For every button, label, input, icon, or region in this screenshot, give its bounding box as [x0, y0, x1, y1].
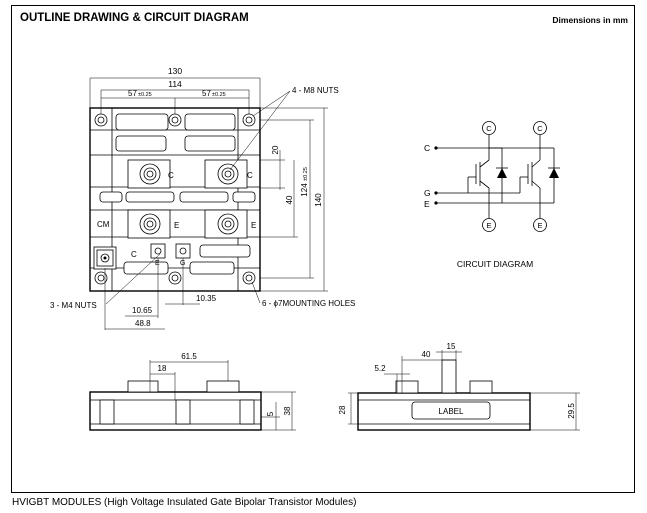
dim-side-40: 40 — [422, 350, 431, 359]
main-terminal-e-right — [204, 209, 248, 239]
upper-left-cover — [115, 113, 169, 131]
pin-e-label: E — [424, 199, 430, 209]
callout-main-nuts: 4 - M8 NUTS — [292, 86, 339, 95]
node-e-1 — [482, 218, 496, 232]
circuit-diagram — [434, 121, 560, 232]
dim-front-offset: 18 — [158, 364, 167, 373]
main-terminal-e-left — [127, 209, 171, 239]
mounting-hole — [94, 113, 256, 285]
node-e-1-label: E — [486, 221, 491, 230]
igbt-2 — [520, 147, 560, 204]
pin-g-label: G — [424, 188, 431, 198]
front-view — [89, 360, 296, 431]
label-c-upper: C — [168, 171, 174, 180]
dim-terminal-height: 20 — [271, 145, 280, 154]
label-e-right: E — [251, 221, 256, 230]
top-view — [89, 77, 328, 330]
label-cm: CM — [97, 220, 110, 229]
node-c-1 — [482, 121, 496, 135]
dim-overall-width: 130 — [168, 66, 182, 76]
page-title: OUTLINE DRAWING & CIRCUIT DIAGRAM — [20, 12, 249, 24]
pin-c-label: C — [424, 143, 430, 153]
igbt-1 — [468, 147, 508, 203]
dim-front-width: 61.5 — [181, 352, 197, 361]
dim-side-15: 15 — [447, 342, 456, 351]
upper-right-cover — [184, 113, 236, 131]
node-c-2-label: C — [537, 124, 543, 133]
footer-caption: HVIGBT MODULES (High Voltage Insulated G… — [12, 497, 357, 508]
callout-aux-nuts: 3 - M4 NUTS — [50, 301, 97, 310]
dim-side-5-2: 5.2 — [374, 364, 386, 373]
dim-left-pitch: 57 — [128, 89, 137, 98]
dim-hole-pitch-vertical-tol: ±0.25 — [303, 167, 309, 181]
dim-side-29-5: 29.5 — [567, 403, 576, 419]
dim-aux-distance: 48.8 — [135, 319, 151, 328]
dim-aux-offset-2: 10.35 — [196, 294, 217, 303]
main-terminal-c-right — [204, 159, 248, 189]
label-plate — [411, 401, 491, 420]
label-c-aux: C — [131, 250, 137, 259]
node-e-2 — [533, 218, 547, 232]
dim-front-small: 5 — [266, 411, 275, 416]
node-c-1-label: C — [486, 124, 492, 133]
units-note: Dimensions in mm — [552, 15, 628, 25]
side-terminal — [441, 359, 457, 394]
dim-right-pitch: 57 — [202, 89, 211, 98]
node-e-2-label: E — [537, 221, 542, 230]
drawing-frame — [11, 5, 635, 493]
circuit-caption: CIRCUIT DIAGRAM — [457, 259, 533, 269]
aux-terminal-g — [175, 243, 191, 259]
side-view — [348, 350, 580, 431]
dim-right-tol: ±0.25 — [212, 92, 226, 98]
label-e-left: E — [174, 221, 179, 230]
label-g-aux: G — [180, 260, 185, 267]
dim-inner-height: 40 — [285, 195, 294, 204]
label-e-aux: E — [155, 260, 160, 267]
dim-front-height: 38 — [283, 406, 292, 415]
dim-hole-pitch: 114 — [168, 79, 182, 89]
callout-holes: 6 - ϕ7MOUNTING HOLES — [262, 299, 355, 308]
dim-aux-offset-1: 10.65 — [132, 306, 153, 315]
node-c-2 — [533, 121, 547, 135]
front-outline — [89, 391, 262, 431]
dim-side-28: 28 — [338, 405, 347, 414]
label-plate-text: LABEL — [439, 407, 464, 416]
dim-left-tol: ±0.25 — [138, 92, 152, 98]
main-terminal-c-left — [127, 159, 171, 189]
dim-hole-pitch-vertical: 124 — [300, 183, 309, 197]
dim-overall-height: 140 — [314, 193, 323, 207]
label-c-middle: C — [247, 171, 253, 180]
